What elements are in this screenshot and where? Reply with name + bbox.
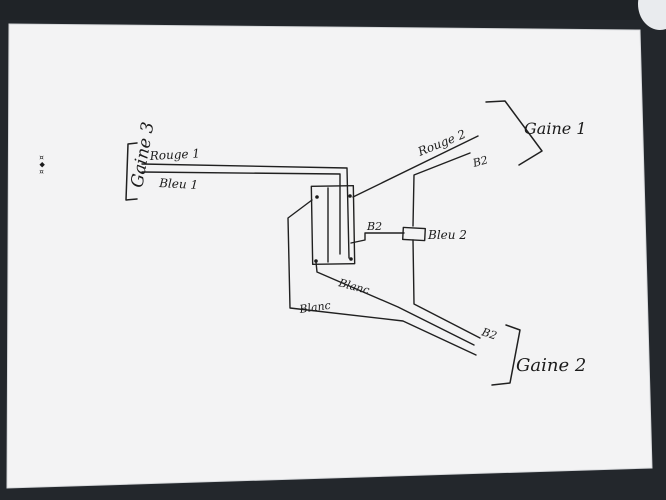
blanc-loop-wire [287, 199, 477, 356]
gaine-2-label: Gaine 2 [516, 355, 586, 376]
b2-wire-switch-to-connector [350, 232, 405, 244]
bleu-2-label: Bleu 2 [427, 228, 467, 242]
paper-sheet [7, 24, 652, 488]
white-object-corner [638, 0, 666, 30]
b2-wire-gaine-1 [412, 152, 471, 227]
switch-terminal-top-right [348, 194, 352, 198]
gaine-3-bracket [125, 142, 138, 201]
rouge-1-label: Rouge 1 [148, 146, 200, 163]
gaine-1-label: Gaine 1 [524, 119, 586, 138]
switch-terminal-bottom-left [314, 259, 318, 263]
bleu-1-wire [141, 171, 341, 255]
blanc-wire [315, 261, 475, 346]
b2-label-bottom: B2 [479, 325, 498, 342]
switch-box [310, 184, 356, 266]
gaine-1-bracket [485, 100, 543, 166]
gaine-2-bracket [491, 324, 521, 386]
switch-terminal-top-left [315, 195, 319, 199]
b2-label-top: B2 [470, 153, 489, 170]
rouge-2-wire [352, 135, 479, 198]
side-mark: ¤ ◆ ¤ [38, 155, 46, 174]
b2-label-mid: B2 [366, 220, 382, 233]
bleu-1-label: Bleu 1 [158, 176, 199, 192]
paper-shadow-gradient [6, 23, 653, 489]
b2-wire-connector-to-gaine-2 [412, 239, 481, 339]
desk-top-edge [0, 0, 666, 20]
rouge-1-wire [141, 163, 350, 259]
blanc-label-2: Blanc [298, 299, 332, 316]
switch-terminal-bottom-right [349, 257, 353, 261]
